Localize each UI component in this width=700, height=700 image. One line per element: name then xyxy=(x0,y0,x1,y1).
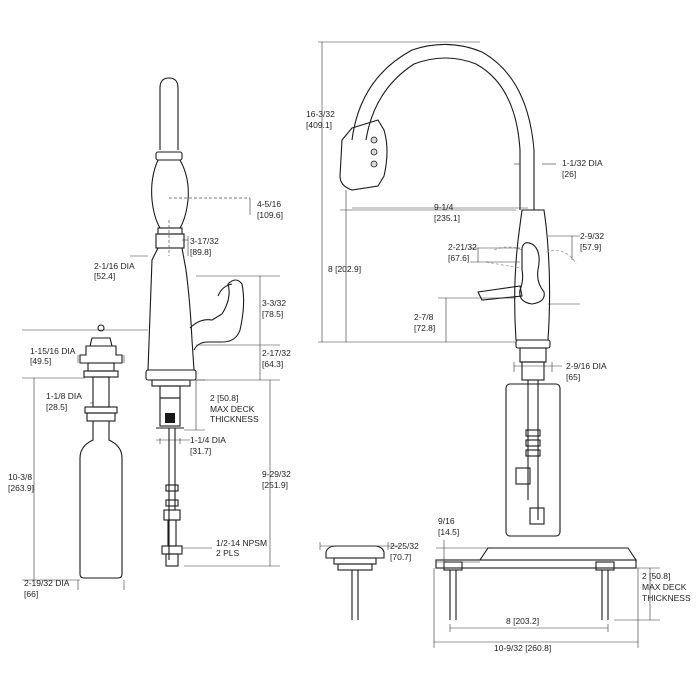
dim-max-deck-plate: 2 [50.8] xyxy=(642,571,670,581)
dim-max-deck-plate-l2: MAX DECK xyxy=(642,582,687,592)
dim-max-deck-side: 2 [50.8] xyxy=(210,393,238,403)
dim-side-spout-offset: 3-17/32 xyxy=(190,236,219,246)
dim-side-body-dia-metric: [52.4] xyxy=(94,271,115,281)
dim-soap-cap-dia-metric: [49.5] xyxy=(30,356,51,366)
dim-shank-dia-metric: [31.7] xyxy=(190,446,211,456)
dim-side-handle-base-metric: [64.3] xyxy=(262,359,283,369)
dim-spout-reach-metric: [235.1] xyxy=(434,213,460,223)
dim-spout-height: 8 [202.9] xyxy=(328,264,361,274)
dim-soap-neck-dia: 1-1/8 DIA xyxy=(46,391,82,401)
dim-spout-reach: 9-1/4 xyxy=(434,202,454,212)
dim-npsm-pls: 2 PLS xyxy=(216,548,239,558)
dim-plate-thick: 9/16 xyxy=(438,516,455,526)
dim-base-dia: 2-9/16 DIA xyxy=(566,361,607,371)
dim-cap-dia-metric: [70.7] xyxy=(390,552,411,562)
dim-soap-bottle-dia-metric: [66] xyxy=(24,589,38,599)
dim-soap-height: 10-3/8 xyxy=(8,472,32,482)
dim-front-handle-h-metric: [67.6] xyxy=(448,253,469,263)
dim-cap-dia: 2-25/32 xyxy=(390,541,419,551)
dim-spray-head-dia: 1-1/32 DIA xyxy=(562,158,603,168)
dim-side-body-dia: 2-1/16 DIA xyxy=(94,261,135,271)
dim-npsm: 1/2-14 NPSM xyxy=(216,538,267,548)
dim-max-deck-side-l2: MAX DECK xyxy=(210,404,255,414)
dim-plate-width: 10-9/32 [260.8] xyxy=(494,643,551,653)
soap-dispenser xyxy=(22,324,148,590)
dim-total-height: 16-3/32 xyxy=(306,109,335,119)
dimension-labels: 1-15/16 DIA [49.5] 1-1/8 DIA [28.5] 10-3… xyxy=(8,109,691,653)
dim-soap-cap-dia: 1-15/16 DIA xyxy=(30,346,76,356)
dim-side-spout-offset-metric: [89.8] xyxy=(190,247,211,257)
dim-plate-thick-metric: [14.5] xyxy=(438,527,459,537)
dim-soap-height-metric: [263.9] xyxy=(8,483,34,493)
dim-handle-top-metric: [72.8] xyxy=(414,323,435,333)
faucet-front-view xyxy=(318,41,660,648)
dim-side-reach: 4-5/16 xyxy=(257,199,281,209)
dim-shank-dia: 1-1/4 DIA xyxy=(190,435,226,445)
dim-below-deck: 9-29/32 xyxy=(262,469,291,479)
dim-side-handle-h-metric: [78.5] xyxy=(262,309,283,319)
dim-max-deck-plate-l3: THICKNESS xyxy=(642,593,691,603)
dim-front-handle-w: 2-9/32 xyxy=(580,231,604,241)
dim-soap-neck-dia-metric: [28.5] xyxy=(46,402,67,412)
dim-handle-top: 2-7/8 xyxy=(414,312,434,322)
dim-front-handle-h: 2-21/32 xyxy=(448,242,477,252)
dim-side-reach-metric: [109.6] xyxy=(257,210,283,220)
dim-total-height-metric: [409.1] xyxy=(306,120,332,130)
dim-below-deck-metric: [251.9] xyxy=(262,480,288,490)
dim-soap-bottle-dia: 2-19/32 DIA xyxy=(24,578,70,588)
dim-base-dia-metric: [65] xyxy=(566,372,580,382)
escutcheon-cap xyxy=(319,542,400,620)
dim-max-deck-side-l3: THICKNESS xyxy=(210,414,259,424)
dim-center-spacing: 8 [203.2] xyxy=(506,616,539,626)
dim-spray-head-dia-metric: [26] xyxy=(562,169,576,179)
dim-side-handle-h: 3-3/32 xyxy=(262,298,286,308)
dim-side-handle-base: 2-17/32 xyxy=(262,348,291,358)
dim-front-handle-w-metric: [57.9] xyxy=(580,242,601,252)
faucet-side-view xyxy=(130,77,280,567)
